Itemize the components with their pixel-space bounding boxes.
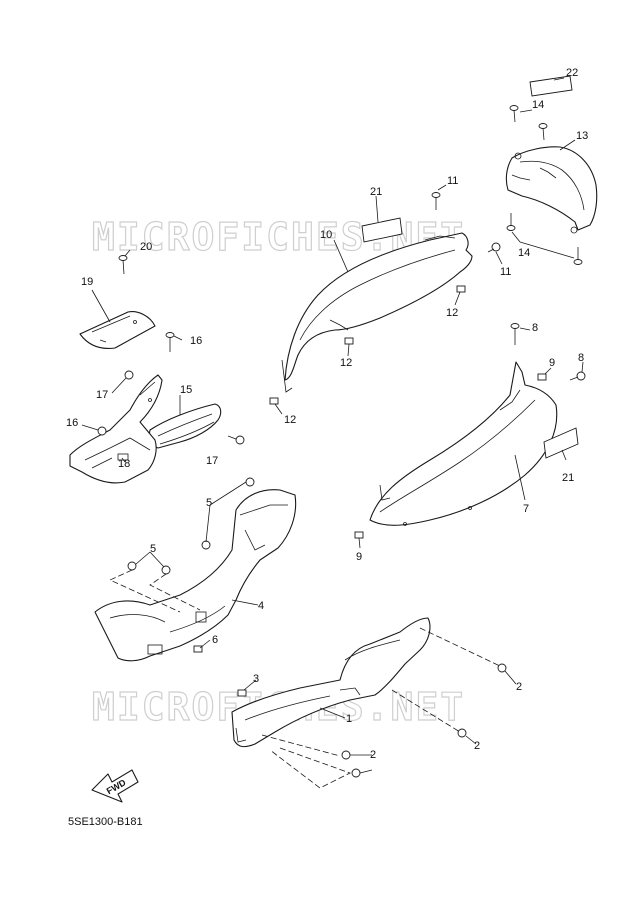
callout-22: 22 [566, 67, 578, 79]
callout-15: 15 [180, 384, 192, 396]
callout-5-top: 5 [206, 497, 212, 509]
screw-14-right [573, 247, 583, 265]
screw-2-right-bottom [457, 728, 467, 738]
callout-9-right: 9 [549, 357, 555, 369]
callout-6: 6 [212, 634, 218, 646]
screw-5-left-a [127, 561, 137, 571]
callout-3: 3 [253, 673, 259, 685]
callout-16-left: 16 [66, 417, 78, 429]
callout-2-bottom: 2 [370, 749, 376, 761]
part-10-side-cover [281, 232, 473, 393]
screw-14-top-left [509, 105, 519, 123]
callout-20: 20 [140, 241, 152, 253]
callout-11-top: 11 [447, 175, 458, 187]
clip-3 [237, 689, 247, 697]
callout-10: 10 [320, 229, 332, 241]
screw-8-top [510, 323, 520, 345]
part-15-panel [148, 403, 222, 449]
callout-1: 1 [346, 713, 352, 725]
callout-4: 4 [258, 600, 264, 612]
part-13-rear-cover [505, 146, 598, 234]
clip-12-left [269, 397, 279, 405]
screw-5-middle [201, 540, 211, 550]
screw-11-top [431, 192, 441, 210]
clip-9-bottom [354, 531, 364, 539]
callout-9-bottom: 9 [356, 551, 362, 563]
clip-9-right [537, 373, 547, 381]
callout-8-right: 8 [578, 352, 584, 364]
callout-14-lower: 14 [518, 247, 530, 259]
leader-lines [81, 77, 584, 774]
part-21-sticker-top [361, 217, 403, 243]
clip-12-right [456, 285, 466, 293]
screw-17-left [124, 370, 134, 380]
callout-21-right: 21 [562, 472, 574, 484]
callout-16-top: 16 [190, 335, 202, 347]
callout-17-left: 17 [96, 389, 108, 401]
callout-5-left: 5 [150, 543, 156, 555]
screw-2-bottom-a [341, 750, 351, 760]
screw-5-top [245, 477, 255, 487]
callout-21-top: 21 [370, 186, 382, 198]
callout-12-left: 12 [284, 414, 296, 426]
callout-17-right: 17 [206, 455, 218, 467]
callout-18: 18 [118, 458, 130, 470]
part-4-floor-panel [94, 489, 297, 662]
part-18-center-console [69, 374, 163, 484]
callout-14-top: 14 [532, 99, 544, 111]
callout-12-middle: 12 [340, 357, 352, 369]
callout-2-right-top: 2 [516, 681, 522, 693]
callout-2-right-bottom: 2 [474, 740, 480, 752]
screw-8-right [569, 371, 586, 381]
screw-2-right-top [497, 663, 507, 673]
part-19-small-panel [79, 311, 156, 349]
callout-numbers: 22 14 13 14 21 10 11 11 12 12 12 8 8 9 9… [66, 67, 588, 761]
screw-20 [118, 255, 128, 275]
part-21-sticker-right [543, 427, 579, 459]
dashed-guide-4 [109, 569, 201, 613]
callout-19: 19 [81, 276, 93, 288]
screw-14-left [506, 213, 516, 231]
screw-14-top-right [538, 123, 548, 141]
part-22-label-sticker [529, 75, 573, 97]
screw-5-left-b [161, 565, 171, 575]
clip-12-middle [344, 337, 354, 345]
diagram-code: 5SE1300-B181 [68, 816, 143, 828]
part-1-lower-side-cover [231, 617, 431, 748]
screw-11-right [487, 242, 501, 253]
screw-16-left [97, 426, 107, 436]
callout-8-top: 8 [532, 322, 538, 334]
screw-16-top [165, 332, 175, 352]
dashed-guide-1 [261, 627, 501, 789]
callout-13: 13 [576, 130, 588, 142]
part-7-right-side-cover [369, 361, 558, 526]
callout-11-right: 11 [500, 266, 511, 278]
callout-12-right: 12 [446, 307, 458, 319]
screw-17-right [227, 435, 245, 445]
clip-6 [193, 645, 203, 653]
screw-2-bottom-b [351, 768, 361, 778]
callout-7: 7 [523, 503, 529, 515]
fwd-arrow: FWD [91, 769, 139, 803]
